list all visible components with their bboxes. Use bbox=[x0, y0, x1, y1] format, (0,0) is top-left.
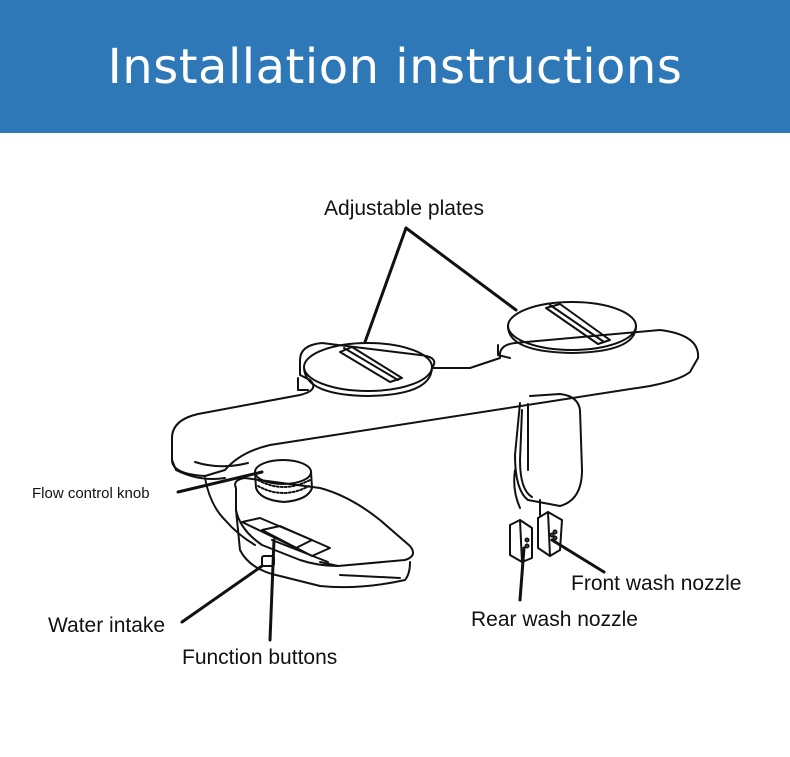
title-banner: Installation instructions bbox=[0, 0, 790, 133]
leader-rear bbox=[518, 546, 526, 602]
nozzle-stem bbox=[514, 393, 583, 507]
leader-intake bbox=[180, 564, 264, 624]
label-front-wash-nozzle: Front wash nozzle bbox=[571, 572, 741, 595]
leader-front bbox=[550, 538, 606, 574]
front-nozzle bbox=[537, 511, 563, 557]
leader-buttons bbox=[268, 538, 276, 642]
leader-knob bbox=[176, 470, 264, 494]
page-title: Installation instructions bbox=[107, 38, 683, 95]
rear-nozzle bbox=[509, 519, 533, 563]
control-housing bbox=[204, 477, 415, 589]
label-function-buttons: Function buttons bbox=[182, 646, 337, 669]
left-adjustable-plate bbox=[303, 342, 433, 397]
label-flow-control-knob: Flow control knob bbox=[32, 485, 150, 502]
label-water-intake: Water intake bbox=[48, 614, 165, 637]
leader-plates-left bbox=[363, 226, 408, 344]
label-adjustable-plates: Adjustable plates bbox=[324, 197, 484, 220]
flow-control-knob bbox=[254, 459, 313, 503]
leader-plates-right bbox=[404, 226, 518, 312]
mounting-bar bbox=[171, 329, 700, 477]
right-adjustable-plate bbox=[507, 301, 637, 354]
label-rear-wash-nozzle: Rear wash nozzle bbox=[471, 608, 638, 631]
